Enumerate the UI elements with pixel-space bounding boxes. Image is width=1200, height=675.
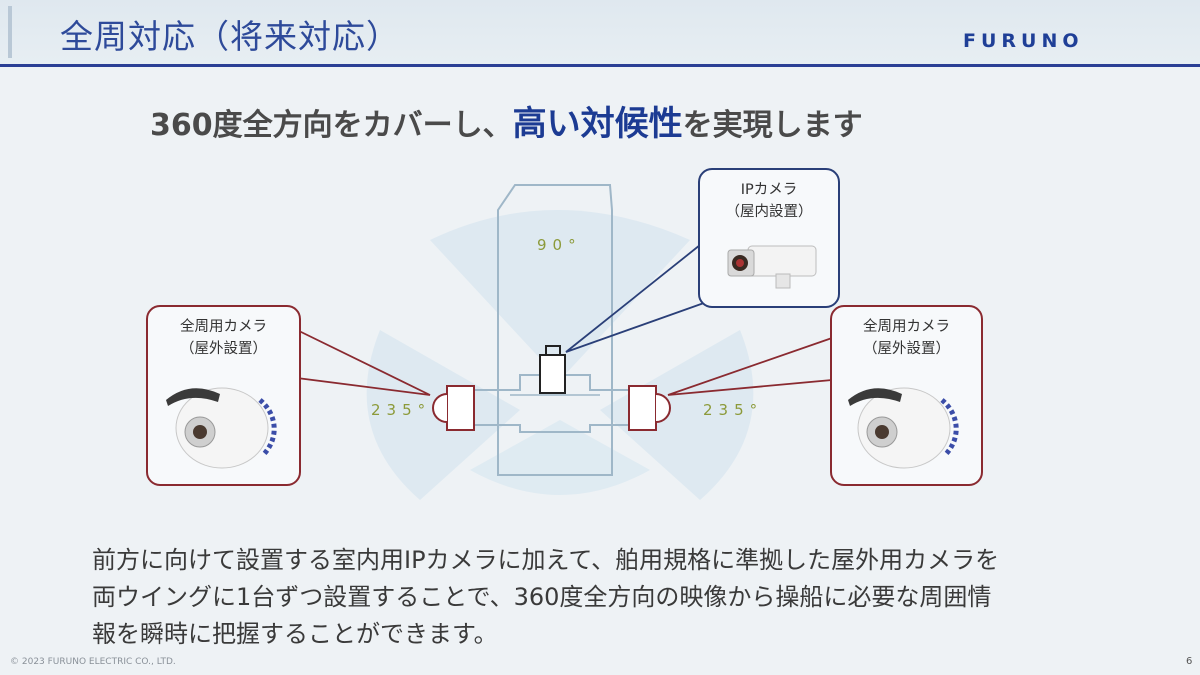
ip-camera-callout: IPカメラ （屋内設置）	[698, 168, 840, 308]
right-camera-dome	[655, 393, 671, 423]
coverage-fan-front	[430, 210, 690, 380]
slide-title: 全周対応（将来対応）	[60, 17, 400, 56]
header-bar	[0, 0, 1200, 64]
right-camera-label: 全周用カメラ	[863, 319, 950, 335]
ip-camera-marker-tab	[545, 345, 561, 355]
coverage-fan-rear	[470, 420, 650, 495]
ip-camera-label: IPカメラ	[740, 182, 798, 198]
left-camera-marker	[446, 385, 475, 431]
coverage-fan-right	[600, 330, 754, 500]
top-callout-pointer	[565, 244, 719, 353]
ip-camera-sublabel: （屋内設置）	[725, 204, 813, 220]
headline: 360度全方向をカバーし、高い対候性を実現します	[150, 96, 863, 145]
ship-outline	[497, 184, 613, 476]
right-camera-sublabel: （屋外設置）	[863, 341, 950, 357]
omni-camera-image-right	[848, 387, 959, 469]
ip-camera-marker	[539, 354, 566, 394]
left-camera-dome	[432, 393, 448, 423]
ip-camera-image	[727, 245, 817, 289]
furuno-logo: FURUNO	[963, 30, 1084, 52]
copyright: © 2023 FURUNO ELECTRIC CO., LTD.	[10, 657, 176, 667]
left-camera-callout: 全周用カメラ （屋外設置）	[146, 305, 301, 486]
left-callout-pointer	[296, 329, 431, 396]
headline-emphasis: 高い対候性	[512, 104, 683, 144]
left-camera-label: 全周用カメラ	[180, 319, 267, 335]
header-accent	[8, 6, 12, 58]
body-line-1: 前方に向けて設置する室内用IPカメラに加えて、舶用規格に準拠した屋外用カメラを	[92, 546, 1000, 574]
omni-camera-image-left	[166, 387, 277, 469]
body-line-2: 両ウイングに1台ずつ設置することで、360度全方向の映像から操船に必要な周囲情	[92, 583, 992, 611]
header-divider	[0, 64, 1200, 67]
left-angle-label: 235°	[371, 401, 432, 419]
headline-part1: 360度全方向をカバーし、	[150, 108, 513, 143]
right-angle-label: 235°	[703, 401, 764, 419]
headline-part2: を実現します	[682, 108, 863, 143]
left-camera-sublabel: （屋外設置）	[180, 341, 267, 357]
body-line-3: 報を瞬時に把握することができます。	[92, 620, 498, 648]
front-angle-label: 90°	[537, 236, 582, 254]
right-camera-callout: 全周用カメラ （屋外設置）	[830, 305, 983, 486]
right-callout-pointer	[667, 337, 833, 396]
page-number: 6	[1186, 656, 1193, 667]
right-camera-marker	[628, 385, 657, 431]
